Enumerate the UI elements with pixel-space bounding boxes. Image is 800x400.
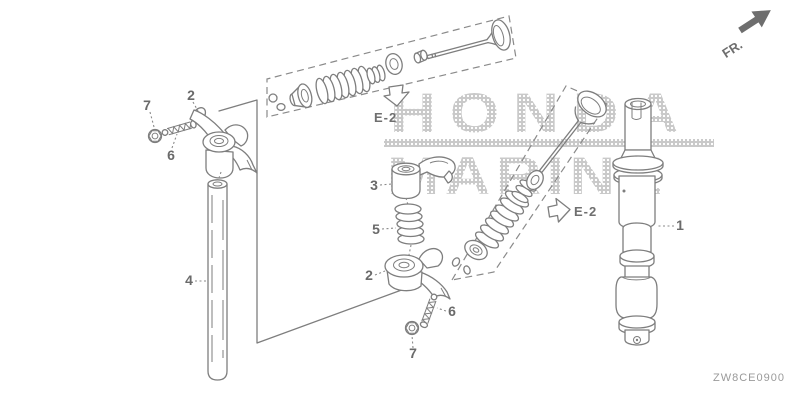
valve-assembly-box-top <box>266 15 517 118</box>
spring-seat <box>413 49 428 64</box>
camshaft <box>612 97 664 346</box>
fr-label: FR. <box>719 37 745 61</box>
callout-7-lower: 7 <box>409 345 417 361</box>
callout-6-left: 6 <box>167 147 175 163</box>
valve-assembly-box-side <box>450 85 608 281</box>
e2-reference-side: E-2 <box>547 197 597 223</box>
rocker-arm-mid <box>391 156 456 200</box>
fr-arrow-icon <box>738 10 771 34</box>
lock-nut-left <box>147 128 163 144</box>
callout-1: 1 <box>676 217 684 233</box>
spring-retainer <box>464 239 488 261</box>
e2-reference-top: E-2 <box>374 84 410 125</box>
valve-keeper <box>451 257 461 267</box>
callout-5: 5 <box>372 221 380 237</box>
e2-top-label: E-2 <box>374 110 397 125</box>
lock-nut-lower <box>404 320 420 336</box>
inner-spring <box>366 64 386 85</box>
fr-direction-indicator: FR. <box>719 10 771 61</box>
callout-6-lower: 6 <box>448 303 456 319</box>
valve-spring <box>315 65 371 105</box>
valve-keeper <box>268 93 278 103</box>
valve <box>538 90 607 174</box>
e2-side-label: E-2 <box>574 204 597 219</box>
e2-right-arrow-icon <box>547 197 571 223</box>
valve <box>426 19 511 60</box>
rocker-arm-left <box>189 107 258 179</box>
e2-down-arrow-icon <box>383 84 410 107</box>
rocker-shaft <box>207 171 228 381</box>
callout-2-lower: 2 <box>365 267 373 283</box>
callout-4: 4 <box>185 272 193 288</box>
spring-retainer <box>289 83 313 109</box>
callout-2-left: 2 <box>187 87 195 103</box>
adjusting-screw-left <box>160 119 198 138</box>
valve-keeper <box>463 265 471 275</box>
rocker-arm-lower <box>384 248 451 300</box>
rocker-spring <box>394 197 425 256</box>
callout-7-left: 7 <box>143 97 151 113</box>
rocker-arm-group-bracket <box>218 99 408 344</box>
watermark-halftone-overlay <box>378 78 718 213</box>
valve-keeper <box>276 102 286 112</box>
lock-nut-left-group: 7 6 <box>143 97 198 163</box>
valve-stem-seal <box>385 52 403 76</box>
adjusting-screw-lower <box>418 292 439 330</box>
diagram-code: ZW8CE0900 <box>713 372 785 384</box>
callout-3: 3 <box>370 177 378 193</box>
